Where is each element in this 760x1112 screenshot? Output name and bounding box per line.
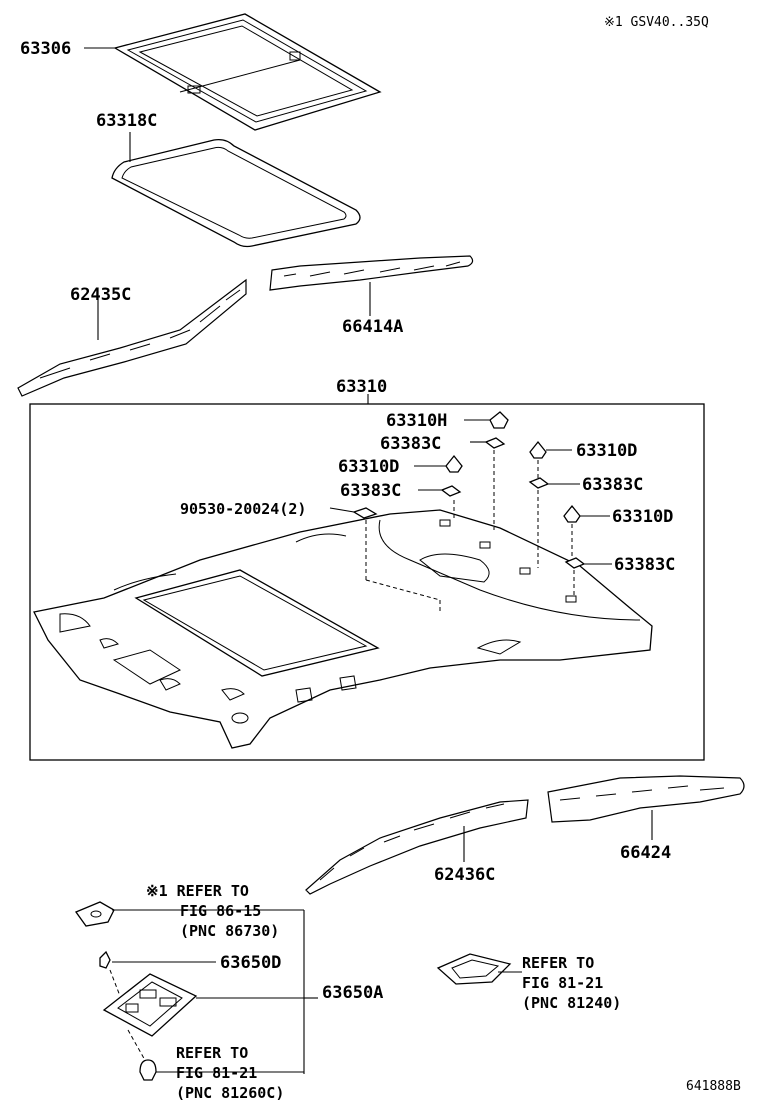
ref1-line1: ※1 REFER TO: [146, 882, 249, 900]
garnish-66424-illustration: [547, 775, 745, 823]
map-lamp-81240-illustration: [436, 953, 512, 985]
part-63318C-label: 63318C: [96, 111, 157, 131]
clip-90530: [352, 507, 378, 519]
clip-63310D-a: [445, 454, 463, 473]
part-63383C-label-c: 63383C: [582, 475, 643, 495]
part-63306-label: 63306: [20, 39, 71, 59]
part-63650A-label: 63650A: [322, 983, 383, 1003]
part-62436C-label: 62436C: [434, 865, 495, 885]
garnish-62436C-illustration: [305, 799, 529, 895]
part-63383C-label-a: 63383C: [380, 434, 441, 454]
clip-63310D-c: [563, 504, 581, 523]
headlining-assembly-box: [29, 403, 705, 761]
part-63650D-label: 63650D: [220, 953, 281, 973]
ref2-line1: REFER TO: [522, 954, 594, 972]
part-63383C-label-b: 63383C: [340, 481, 401, 501]
part-63383C-label-d: 63383C: [614, 555, 675, 575]
ref1-line2: FIG 86-15: [180, 902, 261, 920]
ref3-line3: (PNC 81260C): [176, 1084, 284, 1102]
ref3-line1: REFER TO: [176, 1044, 248, 1062]
ref-block-3: REFER TO FIG 81-21 (PNC 81260C): [176, 1044, 284, 1102]
part-63310D-label-c: 63310D: [612, 507, 673, 527]
garnish-62435C-illustration: [17, 278, 247, 397]
ref-block-1: ※1 REFER TO FIG 86-15 (PNC 86730): [146, 882, 279, 940]
room-lamp-63650A-illustration: [102, 973, 198, 1037]
ref2-line3: (PNC 81240): [522, 994, 621, 1012]
bulb-81260C-illustration: [139, 1059, 157, 1081]
ref2-line2: FIG 81-21: [522, 974, 603, 992]
header-note: ※1 GSV40..35Q: [604, 15, 709, 30]
part-66424-label: 66424: [620, 843, 671, 863]
headlining-illustration: [33, 509, 653, 749]
garnish-66414A-illustration: [269, 255, 474, 291]
part-63310H-label: 63310H: [386, 411, 447, 431]
bulb-63650D-illustration: [99, 950, 111, 969]
part-90530-label: 90530-20024(2): [180, 500, 306, 518]
clip-63383C-c: [528, 477, 550, 489]
clip-63310H: [489, 411, 509, 429]
ref-block-2: REFER TO FIG 81-21 (PNC 81240): [522, 954, 621, 1012]
part-63310D-label-b: 63310D: [576, 441, 637, 461]
ref1-line3: (PNC 86730): [180, 922, 279, 940]
visor-holder-illustration: [74, 901, 115, 927]
weatherstrip-illustration: [111, 138, 361, 248]
clip-63383C-a: [484, 437, 506, 449]
ref3-line2: FIG 81-21: [176, 1064, 257, 1082]
part-66414A-label: 66414A: [342, 317, 403, 337]
clip-63310D-b: [529, 440, 547, 459]
part-63310D-label-a: 63310D: [338, 457, 399, 477]
footer-code: 641888B: [686, 1079, 741, 1094]
part-62435C-label: 62435C: [70, 285, 131, 305]
part-63310-label: 63310: [336, 377, 387, 397]
sunshade-panel-illustration: [113, 13, 382, 131]
clip-63383C-b: [440, 485, 462, 497]
